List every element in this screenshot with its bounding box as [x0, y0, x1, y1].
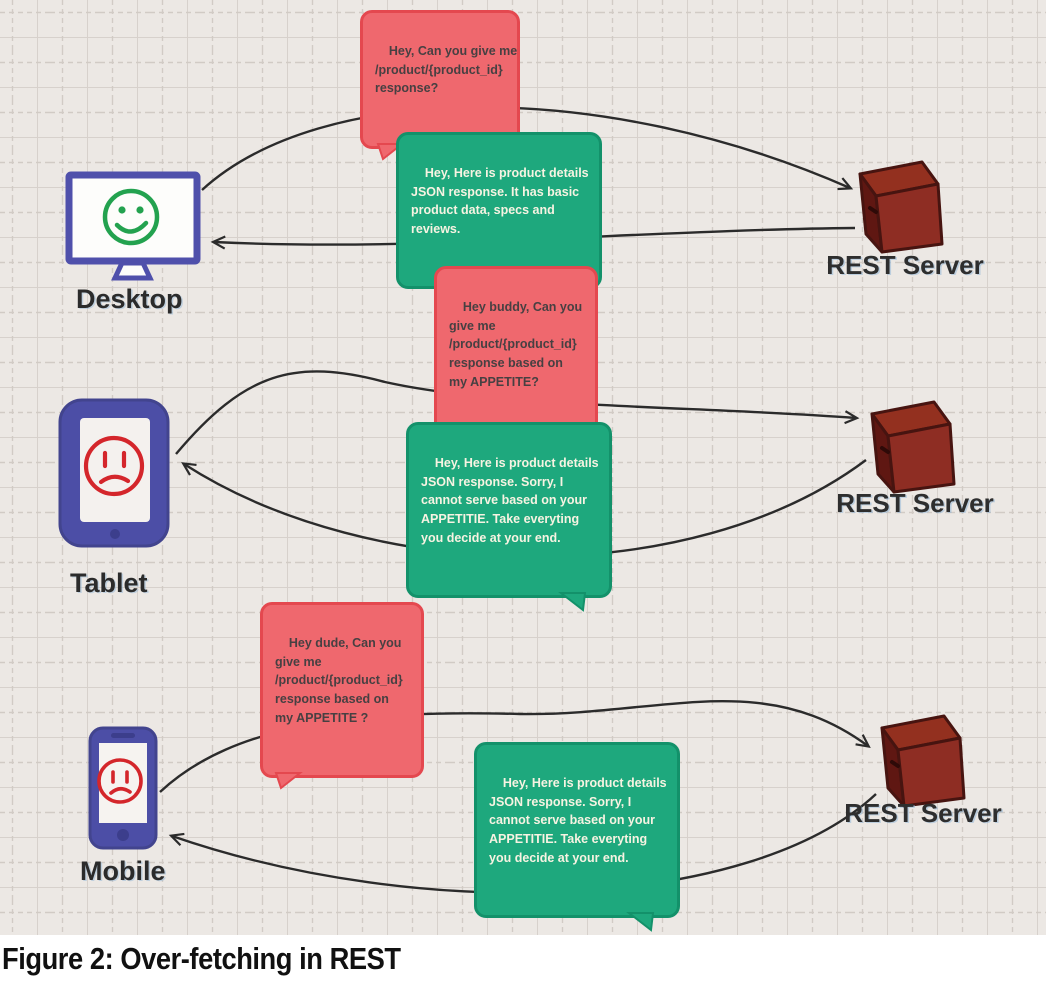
- response-text-mobile: Hey, Here is product details JSON respon…: [489, 775, 667, 865]
- figure-caption: Figure 2: Over-fetching in REST: [2, 941, 401, 976]
- arrow-tablet-request: [175, 370, 860, 455]
- tablet-icon: [58, 398, 170, 548]
- server-icon-2: [870, 400, 956, 494]
- bubble-tail: [558, 592, 587, 612]
- server-label-3: REST Server: [844, 798, 1002, 828]
- request-bubble-tablet: Hey buddy, Can you give me /product/{pro…: [434, 266, 598, 454]
- bubble-tail: [274, 772, 303, 790]
- request-text-tablet: Hey buddy, Can you give me /product/{pro…: [449, 299, 583, 389]
- response-text-desktop: Hey, Here is product details JSON respon…: [411, 165, 589, 236]
- request-bubble-desktop: Hey, Can you give me /product/{product_i…: [360, 10, 520, 161]
- arrow-mobile-request: [159, 700, 871, 793]
- request-text-mobile: Hey dude, Can you give me /product/{prod…: [275, 635, 403, 725]
- server-label-2: REST Server: [836, 488, 994, 518]
- diagram-canvas: Hey, Can you give me /product/{product_i…: [0, 0, 1046, 935]
- server-icon-3: [880, 714, 966, 808]
- server-icon-1: [858, 160, 944, 254]
- mobile-phone-icon: [88, 726, 158, 850]
- request-text-desktop: Hey, Can you give me /product/{product_i…: [375, 43, 518, 96]
- request-bubble-mobile: Hey dude, Can you give me /product/{prod…: [260, 602, 424, 790]
- desktop-monitor-icon: [65, 171, 201, 281]
- response-bubble-desktop: Hey, Here is product details JSON respon…: [396, 132, 602, 304]
- server-label-1: REST Server: [826, 250, 984, 280]
- response-bubble-mobile: Hey, Here is product details JSON respon…: [474, 742, 680, 932]
- device-label-tablet: Tablet: [70, 568, 148, 598]
- response-text-tablet: Hey, Here is product details JSON respon…: [421, 455, 599, 545]
- figure-caption-bar: Figure 2: Over-fetching in REST: [0, 935, 1046, 988]
- response-bubble-tablet: Hey, Here is product details JSON respon…: [406, 422, 612, 612]
- device-label-desktop: Desktop: [76, 284, 183, 314]
- bubble-tail: [626, 912, 655, 932]
- device-label-mobile: Mobile: [80, 856, 166, 886]
